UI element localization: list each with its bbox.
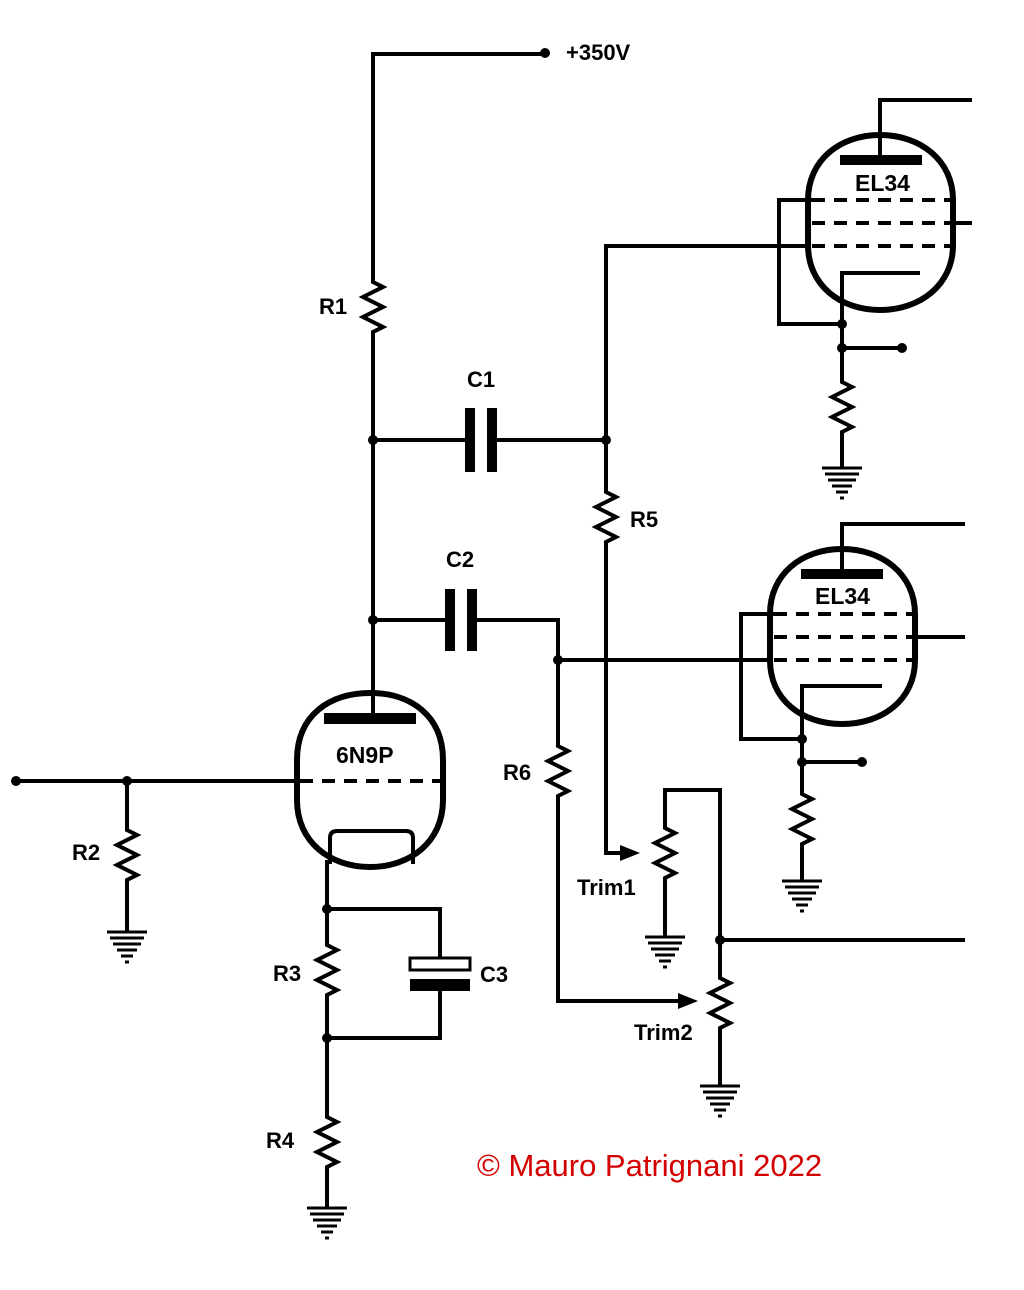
- el34-upper-label: EL34: [855, 170, 910, 196]
- c3-label: C3: [480, 962, 508, 987]
- r6-resistor: [543, 740, 573, 800]
- el34-lower-ground-icon: [782, 879, 822, 913]
- 6n9p-plate: [324, 713, 416, 724]
- r2-ground-icon: [107, 930, 147, 964]
- trim1-ground-icon: [645, 935, 685, 969]
- el34-lower-plate-wire: [840, 522, 965, 574]
- el34-lower-label: EL34: [815, 583, 870, 609]
- el34-upper-ground-icon: [822, 466, 862, 500]
- el34-upper-cathode: [840, 271, 920, 307]
- r6-to-trim2-wire: [556, 798, 680, 1003]
- r6-label: R6: [503, 760, 531, 785]
- c3-bottom-wire: [325, 989, 442, 1040]
- junction-el34-lower-cathode: [797, 734, 807, 744]
- 6n9p-cathode: [328, 829, 415, 864]
- junction-el34-upper-cathode: [837, 319, 847, 329]
- el34-lower-bias-terminal: [857, 757, 867, 767]
- el34-lower-plate: [801, 569, 883, 579]
- r4-resistor: [312, 1112, 342, 1170]
- r3-resistor: [312, 940, 342, 1000]
- c1-label: C1: [467, 367, 495, 392]
- c3-top-wire: [325, 907, 442, 960]
- junction-c2-left: [368, 615, 378, 625]
- trim1-resistor: [650, 825, 680, 882]
- el34-upper-bias-terminal: [897, 343, 907, 353]
- trim2-ground-icon: [700, 1084, 740, 1118]
- trim1-top-wire: [663, 788, 722, 942]
- el34-upper-cathode-resistor: [827, 378, 857, 436]
- trim2-label: Trim2: [634, 1020, 693, 1045]
- upper-grid-wire: [604, 244, 832, 442]
- trim2-arrow: [678, 993, 698, 1009]
- el34-upper-plate: [840, 155, 922, 165]
- c2-label: C2: [446, 547, 474, 572]
- copyright-text: © Mauro Patrignani 2022: [477, 1148, 822, 1183]
- junction-c1-left: [368, 435, 378, 445]
- r5-resistor: [591, 488, 621, 546]
- el34-lower-cathode-resistor: [787, 790, 817, 848]
- c3-plate-bottom: [410, 979, 470, 991]
- el34-lower-cathode: [800, 684, 882, 720]
- c2-plate-right: [467, 589, 477, 651]
- supply-terminal: [540, 48, 550, 58]
- r2-label: R2: [72, 840, 100, 865]
- c2-right-wire: [475, 618, 560, 662]
- r5-to-trim1-wire: [604, 544, 622, 855]
- r1-resistor: [358, 270, 388, 345]
- r4-label: R4: [266, 1128, 295, 1153]
- trim1-arrow: [620, 845, 640, 861]
- c2-plate-left: [445, 589, 455, 651]
- trim1-label: Trim1: [577, 875, 636, 900]
- c1-plate-left: [465, 408, 475, 472]
- el34-upper-suppressor-wire: [777, 198, 844, 326]
- c3-plate-top: [408, 956, 472, 972]
- trim2-resistor: [705, 975, 735, 1032]
- 6n9p-label: 6N9P: [336, 742, 394, 768]
- supply-wire: [371, 52, 542, 272]
- r4-ground-icon: [307, 1206, 347, 1240]
- r1-label: R1: [319, 294, 347, 319]
- r5-label: R5: [630, 507, 658, 532]
- r2-resistor: [112, 825, 142, 884]
- junction-cathode-bottom: [322, 1033, 332, 1043]
- r3-label: R3: [273, 961, 301, 986]
- el34-lower-suppressor-wire: [739, 612, 804, 741]
- el34-upper-plate-wire: [878, 98, 972, 160]
- supply-label: +350V: [566, 40, 631, 65]
- c1-plate-right: [487, 408, 497, 472]
